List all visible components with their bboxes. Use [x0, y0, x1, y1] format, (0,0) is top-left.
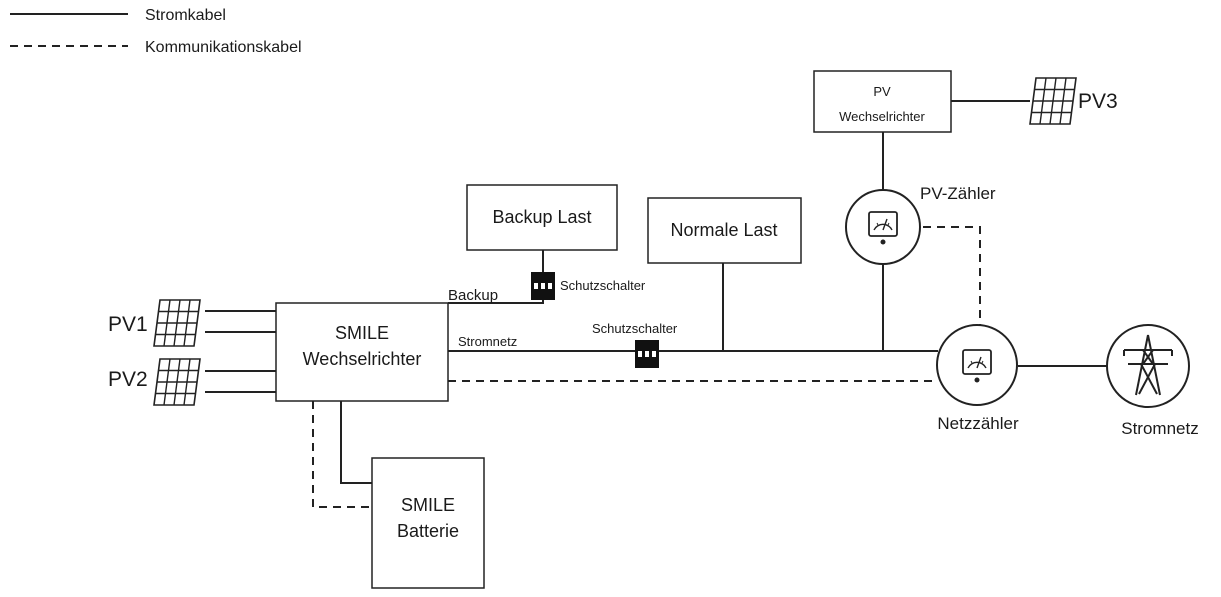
- normal-load-label: Normale Last: [670, 220, 777, 240]
- normal-load: Normale Last: [647, 197, 802, 264]
- grid-pylon-icon: [1106, 324, 1190, 408]
- pv3-label: PV3: [1078, 90, 1118, 113]
- backup-load: Backup Last: [466, 184, 618, 251]
- pv-inverter-line1: PV: [873, 84, 891, 99]
- backup-line-label: Backup: [448, 287, 498, 304]
- smile-inverter-line1: SMILE: [335, 323, 389, 343]
- pv-meter-icon: [845, 189, 921, 265]
- pv2-panel-icon: [153, 358, 201, 406]
- smile-inverter: SMILE Wechselrichter: [275, 302, 449, 402]
- pv-inverter: PV Wechselrichter: [813, 70, 952, 133]
- smile-inverter-line2: Wechselrichter: [303, 349, 422, 369]
- backup-breaker-icon: [531, 272, 555, 300]
- grid-line-label: Stromnetz: [458, 334, 517, 349]
- pv1-label: PV1: [108, 313, 148, 336]
- pv-inverter-line2: Wechselrichter: [839, 109, 925, 124]
- grid-breaker-label: Schutzschalter: [592, 321, 678, 336]
- backup-load-label: Backup Last: [492, 207, 591, 227]
- communication-cables: [312, 226, 981, 508]
- power-cables: [205, 100, 1107, 484]
- smile-battery-line2: Batterie: [397, 521, 459, 541]
- smile-battery: SMILE Batterie: [371, 457, 485, 589]
- legend: Stromkabel Kommunikationskabel: [10, 7, 302, 56]
- pv1-panel-icon: [153, 299, 201, 347]
- pv2-label: PV2: [108, 368, 148, 391]
- grid-meter-icon: [936, 324, 1018, 406]
- smile-battery-line1: SMILE: [401, 495, 455, 515]
- backup-breaker-label: Schutzschalter: [560, 278, 646, 293]
- pv3-panel-icon: [1029, 77, 1077, 125]
- pv-meter-label: PV-Zähler: [920, 184, 996, 203]
- grid-breaker-icon: [635, 340, 659, 368]
- grid-label: Stromnetz: [1121, 419, 1198, 438]
- legend-comm-cable: Kommunikationskabel: [145, 39, 302, 56]
- legend-power-cable: Stromkabel: [145, 7, 226, 24]
- grid-meter-label: Netzzähler: [937, 414, 1019, 433]
